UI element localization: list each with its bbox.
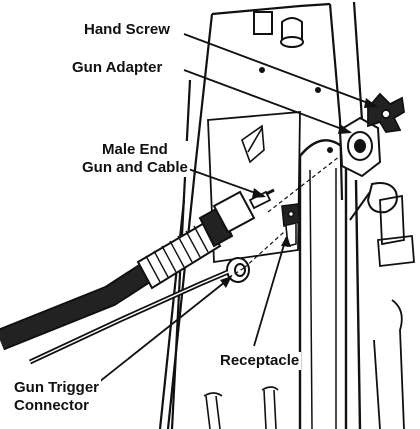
- label-male-end-line1: Male End: [82, 141, 188, 159]
- label-hand-screw: Hand Screw: [82, 21, 172, 39]
- vent-slots: [204, 387, 278, 429]
- lower-right-hardware: [374, 196, 414, 429]
- gun-adapter-assembly: [340, 118, 397, 220]
- label-male-end: Male End Gun and Cable: [80, 141, 190, 177]
- label-receptacle: Receptacle: [218, 352, 301, 370]
- emblem-diamond: [242, 126, 264, 162]
- label-trigger-line1: Gun Trigger: [14, 379, 99, 397]
- label-trigger-line2: Connector: [14, 397, 99, 415]
- label-gun-trigger-connector: Gun Trigger Connector: [12, 379, 101, 415]
- label-gun-adapter: Gun Adapter: [70, 59, 164, 77]
- top-knob: [254, 12, 303, 47]
- label-male-end-line2: Gun and Cable: [82, 159, 188, 177]
- front-panel: [300, 140, 360, 429]
